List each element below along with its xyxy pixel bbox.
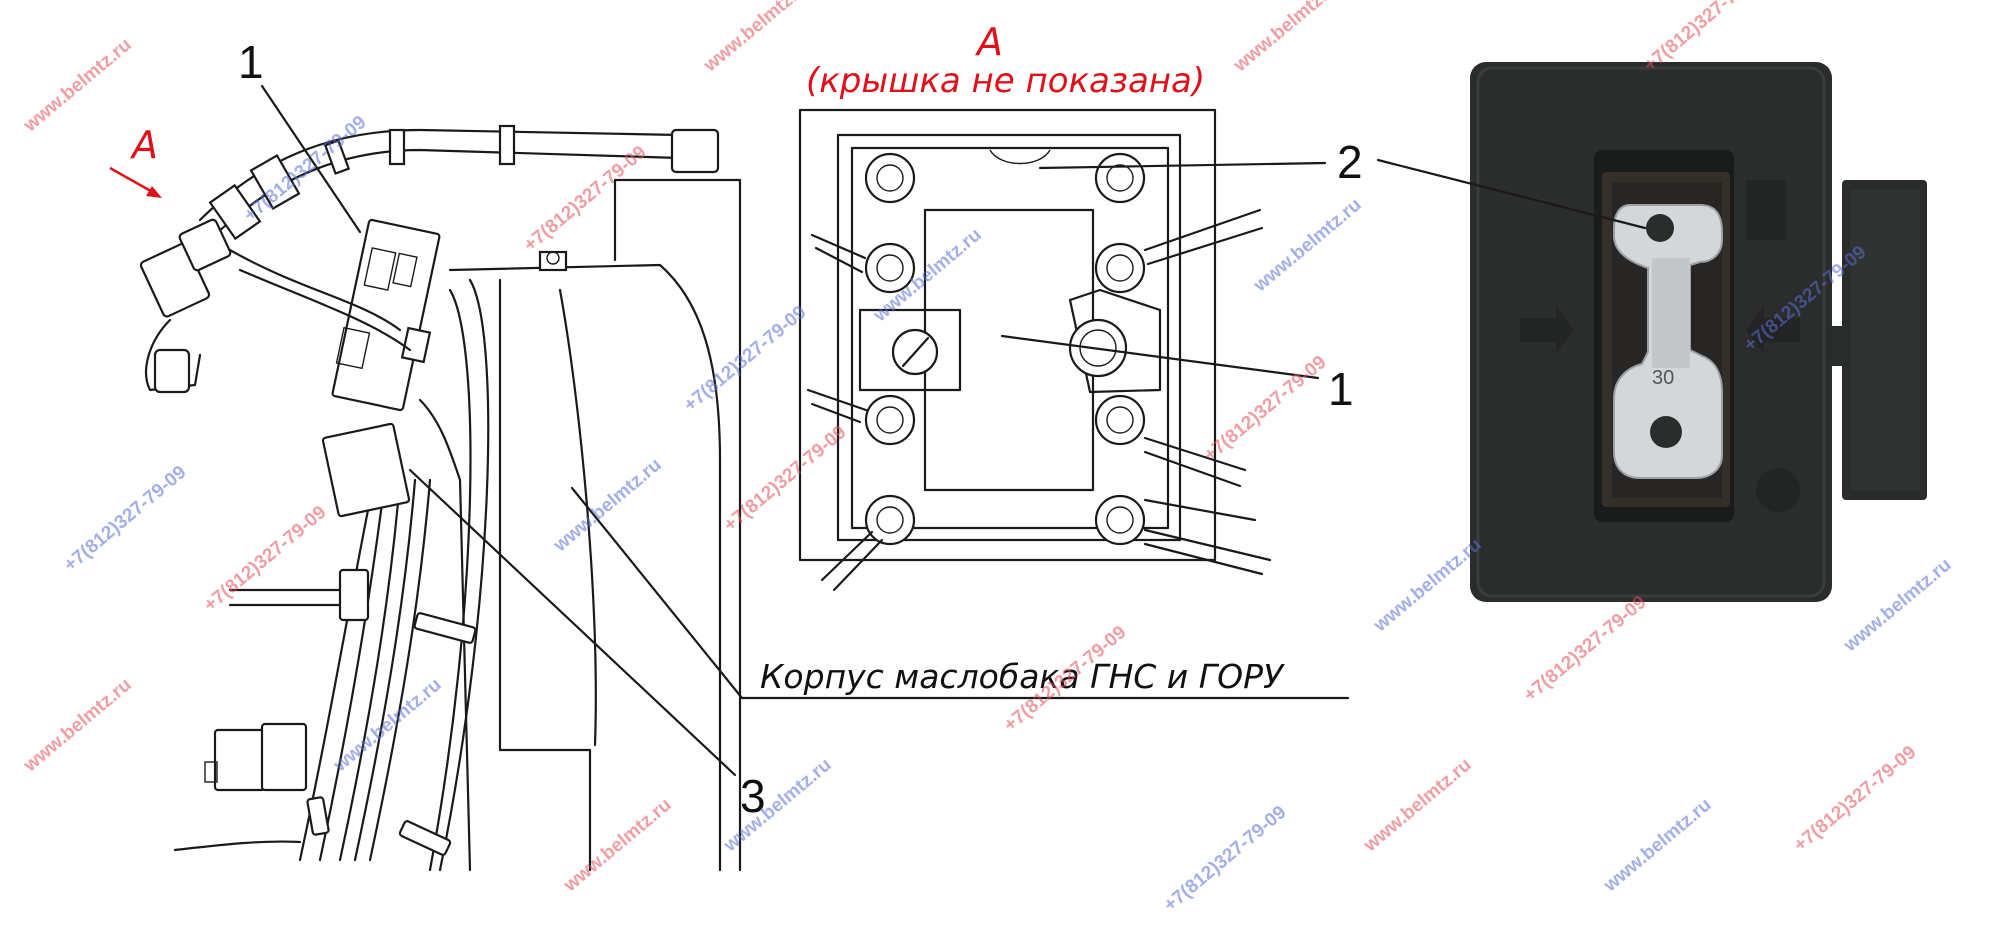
cover-not-shown-note: (крышка не показана) — [806, 61, 1205, 101]
fuse-hole-top — [1646, 214, 1674, 242]
leader-line-2-photo — [1376, 158, 1647, 230]
view-arrow — [109, 166, 162, 198]
fuse-box-photo: 30 — [1470, 62, 1927, 602]
molded-arrow-right — [1746, 306, 1800, 354]
terminal-nut — [864, 494, 916, 546]
molded-badge — [1756, 468, 1800, 512]
view-arrow-letter: А — [129, 123, 158, 167]
terminal-nut — [864, 152, 916, 204]
leader-line-housing — [570, 486, 744, 700]
leader-line-2 — [1038, 161, 1327, 170]
callout-2: 2 — [1337, 136, 1363, 188]
callout-1-left: 1 — [238, 36, 264, 88]
callout-3: 3 — [740, 770, 766, 822]
callout-1-center: 1 — [1328, 363, 1354, 415]
leader-line-1-left — [260, 84, 362, 234]
fuse-hole-bottom — [1650, 416, 1682, 448]
terminal-nut — [1094, 494, 1146, 546]
terminal-nut — [864, 242, 916, 294]
housing-caption: Корпус маслобака ГНС и ГОРУ — [760, 657, 1285, 696]
terminal-nut — [1094, 394, 1146, 446]
terminal-nut — [1094, 152, 1146, 204]
terminal-nut — [864, 394, 916, 446]
leader-line-3 — [408, 468, 737, 777]
leader-line-1-center — [1000, 334, 1320, 380]
terminal-nut — [1094, 242, 1146, 294]
harness-drawing — [139, 124, 742, 872]
fuse-rating: 30 — [1652, 367, 1674, 389]
molded-arrow-left — [1520, 306, 1574, 354]
terminal-block — [798, 108, 1272, 592]
view-letter-a: А — [974, 20, 1003, 64]
